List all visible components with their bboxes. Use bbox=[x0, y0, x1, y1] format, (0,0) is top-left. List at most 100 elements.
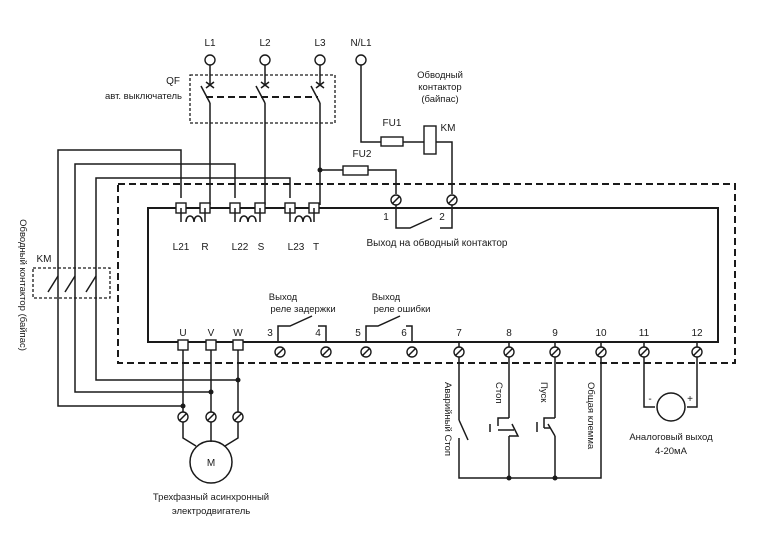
analog-label-line1: Аналоговый выход bbox=[629, 432, 713, 443]
terminal-label-7: 7 bbox=[456, 328, 462, 339]
analog-output: - + Аналоговый выход 4-20мА bbox=[629, 357, 713, 457]
wire-coil-terminal-2 bbox=[436, 141, 453, 194]
input-label-t: T bbox=[313, 242, 319, 253]
supply-label-l1: L1 bbox=[204, 38, 216, 49]
supply-terminal-l1 bbox=[204, 54, 216, 66]
terminal-label-12: 12 bbox=[691, 328, 703, 339]
terminal-stubs bbox=[458, 342, 698, 347]
fuse-fu2-label: FU2 bbox=[353, 149, 372, 160]
analog-label-line2: 4-20мА bbox=[655, 446, 688, 457]
terminal-label-8: 8 bbox=[506, 328, 512, 339]
motor-terminal-v-slash bbox=[206, 412, 216, 422]
bypass-output-label: Выход на обводный контактор bbox=[367, 237, 508, 249]
analog-output-wire bbox=[643, 357, 698, 408]
terminal-11-slash bbox=[639, 347, 649, 357]
stop-label: Стоп bbox=[493, 382, 504, 404]
stop-button-contact bbox=[497, 417, 520, 437]
junction-stop-common bbox=[506, 475, 512, 481]
terminal-9-slash bbox=[550, 347, 560, 357]
terminal-1-label: 1 bbox=[383, 212, 389, 223]
error-relay-contact bbox=[365, 315, 413, 342]
fuse-fu1 bbox=[380, 136, 404, 147]
delay-relay-line2: реле задержки bbox=[270, 304, 335, 315]
delay-relay-contact bbox=[277, 315, 327, 342]
delay-relay-line1: Выход bbox=[269, 292, 298, 303]
terminal-label-4: 4 bbox=[315, 328, 321, 339]
ct-coil-3 bbox=[289, 208, 315, 223]
output-terminal-v bbox=[205, 339, 217, 351]
breaker-id: QF bbox=[166, 76, 180, 87]
input-label-s: S bbox=[258, 242, 265, 253]
input-label-l23: L23 bbox=[288, 242, 305, 253]
bottom-terminal-labels: 3 4 5 6 7 8 9 10 11 12 bbox=[267, 328, 703, 339]
bypass-output-terminals: 1 2 Выход на обводный контактор bbox=[367, 194, 508, 249]
terminal-12-slash bbox=[692, 347, 702, 357]
fuse-fu1-label: FU1 bbox=[383, 118, 402, 129]
output-label-w: W bbox=[233, 328, 243, 339]
emergency-stop-wire bbox=[458, 357, 602, 479]
motor-feed-wires bbox=[182, 350, 239, 412]
terminal-label-11: 11 bbox=[639, 328, 650, 339]
terminal-2-slash bbox=[447, 195, 457, 205]
supply-terminal-l2 bbox=[259, 54, 271, 66]
analog-minus: - bbox=[648, 394, 651, 405]
ammeter-circle bbox=[656, 392, 686, 422]
km-contactor-enclosure bbox=[32, 267, 111, 299]
motor-terminal-w-slash bbox=[233, 412, 243, 422]
motor-leads bbox=[182, 422, 239, 447]
circuit-breaker: QF авт. выключатель bbox=[105, 65, 336, 205]
terminal-8-slash bbox=[504, 347, 514, 357]
input-label-r: R bbox=[201, 242, 208, 253]
output-terminal-w bbox=[232, 339, 244, 351]
breaker-enclosure bbox=[189, 74, 336, 124]
bottom-screw-terminals bbox=[274, 346, 703, 358]
supply-label-l2: L2 bbox=[259, 38, 271, 49]
ct-coil-2 bbox=[234, 208, 261, 223]
terminal-label-9: 9 bbox=[552, 328, 558, 339]
km-contacts bbox=[47, 275, 97, 293]
motor-label-line2: электродвигатель bbox=[172, 506, 250, 517]
wire-fu2-terminal-1 bbox=[368, 169, 397, 194]
supply-terminal-n-l1 bbox=[355, 54, 367, 66]
km-coil bbox=[423, 125, 437, 155]
breaker-contact-l3 bbox=[310, 85, 321, 104]
breaker-cross-l2 bbox=[260, 81, 270, 89]
breaker-contact-l2 bbox=[255, 85, 266, 104]
wire-bypass-l23 bbox=[95, 177, 291, 381]
wire-n-l1 bbox=[360, 65, 381, 143]
breaker-cross-l3 bbox=[315, 81, 325, 89]
ct-coil-1 bbox=[180, 208, 206, 223]
terminal-6-slash bbox=[407, 347, 417, 357]
km-coil-label: KM bbox=[441, 123, 456, 134]
softstarter-enclosure bbox=[117, 183, 736, 364]
emergency-stop-contact bbox=[458, 419, 469, 441]
breaker-name: авт. выключатель bbox=[105, 91, 182, 102]
terminal-1-slash bbox=[391, 195, 401, 205]
motor-symbol: M bbox=[207, 458, 215, 469]
terminal-label-6: 6 bbox=[401, 328, 407, 339]
error-relay-line2: реле ошибки bbox=[374, 304, 431, 315]
terminal-10-slash bbox=[596, 347, 606, 357]
relay-outputs: Выход реле задержки Выход реле ошибки bbox=[269, 292, 431, 342]
softstarter-body bbox=[147, 207, 719, 343]
junction-start-common bbox=[552, 475, 558, 481]
km-side-label: KM bbox=[37, 254, 52, 265]
bypass-relay-contact bbox=[395, 205, 453, 229]
terminal-3-slash bbox=[275, 347, 285, 357]
supply-terminals: L1 L2 L3 N/L1 bbox=[204, 38, 372, 66]
emergency-stop-label: Аварийный Стоп bbox=[442, 382, 453, 456]
input-terminals: L21 R L22 S L23 T bbox=[173, 202, 320, 253]
bypass-top-line3: (байпас) bbox=[421, 94, 458, 105]
bypass-contactor-km: KM Обводный контактор (байпас) bbox=[17, 149, 291, 409]
supply-terminal-l3 bbox=[314, 54, 326, 66]
output-label-u: U bbox=[179, 328, 186, 339]
terminal-label-5: 5 bbox=[355, 328, 361, 339]
terminal-7-slash bbox=[454, 347, 464, 357]
breaker-cross-l1 bbox=[205, 81, 215, 89]
wire-bypass-l22 bbox=[74, 163, 236, 393]
motor-label-line1: Трехфазный асинхронный bbox=[153, 492, 269, 503]
fuse-fu2 bbox=[342, 165, 369, 176]
control-inputs: Аварийный Стоп Стоп Пуск Общая клемма bbox=[442, 357, 602, 481]
terminal-label-10: 10 bbox=[595, 328, 607, 339]
